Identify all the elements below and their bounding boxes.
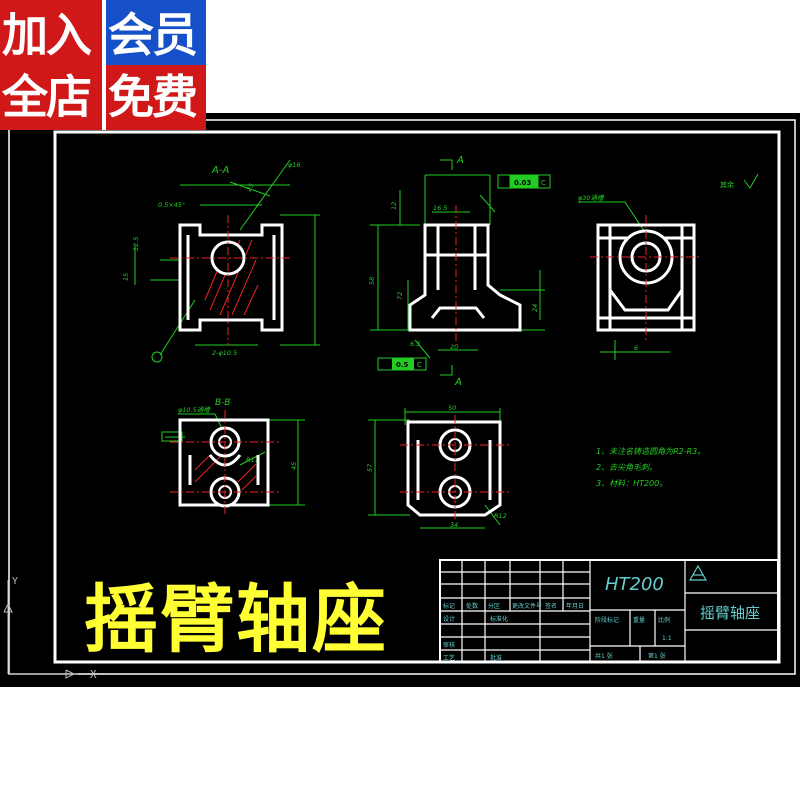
top-dim-57: 57 [366, 463, 374, 472]
tolerance-top-value: 0.03 [514, 179, 531, 187]
view-side: φ30通槽 6 [578, 194, 702, 360]
company-logo-icon [688, 564, 708, 581]
top-dim-34: 34 [450, 521, 458, 529]
bb-dim-r11: R11 [246, 456, 259, 464]
tb-total-sheets: 共1 张 [595, 652, 613, 660]
tolerance-frame-top: 0.03 C [497, 174, 551, 189]
title-block: 标记 处数 分区 更改文件号 签名 年月日 设计 标准化 审核 批准 工艺 阶段… [439, 559, 779, 663]
bb-note: φ10.5通槽 [178, 406, 211, 414]
top-dim-50: 50 [448, 404, 456, 412]
tb-check: 审核 [443, 641, 455, 649]
technical-notes: 1、未注名铸造圆角为R2-R3。 2、去尖角毛刺。 3、材料：HT200。 [596, 447, 705, 488]
bb-roughness-box [161, 431, 183, 442]
tb-material: HT200 [605, 574, 664, 595]
tb-header-5: 年月日 [566, 602, 584, 610]
outer-frame [8, 119, 796, 675]
tb-part-name: 摇臂轴座 [700, 604, 760, 622]
tb-header-2: 分区 [488, 602, 500, 610]
badge-top-right: 会员 [108, 8, 198, 62]
section-bb-label: B-B [215, 398, 230, 408]
tb-scale-label: 比例 [658, 616, 670, 624]
tb-approve: 批准 [490, 654, 502, 662]
note-line-3: 3、材料：HT200。 [596, 479, 667, 488]
front-dim-58: 58 [368, 277, 376, 285]
front-dim-20: 20 [450, 343, 458, 351]
tolerance-bottom-datum: C [417, 361, 422, 369]
tb-process: 工艺 [443, 654, 455, 662]
aa-dim-chamfer: 0.5×45° [158, 201, 185, 209]
aa-dim-5: φ16 [288, 161, 301, 169]
tb-weight: 重量 [633, 616, 645, 624]
front-dim-24: 24 [531, 304, 539, 312]
side-dim-6: 6 [634, 344, 638, 352]
badge-top-left: 加入 [2, 8, 92, 62]
aa-dim-2: 15 [122, 273, 130, 281]
roughness-other-label: 其余 [720, 180, 734, 189]
section-aa-label: A-A [211, 165, 229, 176]
bb-dim-45: 45 [290, 462, 298, 470]
badge-blue-block [106, 0, 206, 65]
top-dim-r12: R12 [494, 512, 507, 520]
roughness-other: 其余 [720, 173, 759, 189]
tb-scale: 1:1 [662, 635, 672, 642]
note-line-2: 2、去尖角毛刺。 [596, 463, 657, 472]
promo-badge[interactable]: 加入 会员 全店 免费 [0, 0, 206, 130]
badge-bottom-right: 免费 [108, 70, 198, 124]
svg-text:X: X [90, 668, 97, 681]
tolerance-bottom-value: 0.5 [396, 361, 409, 369]
side-note: φ30通槽 [578, 194, 605, 202]
tb-header-1: 处数 [466, 602, 478, 610]
svg-text:Y: Y [12, 576, 18, 587]
aa-dim-4: 25 [245, 182, 256, 193]
tb-standard: 标准化 [490, 615, 508, 623]
tb-header-0: 标记 [443, 602, 455, 610]
tb-stage: 阶段标记 [595, 616, 619, 624]
front-dim-12: 12 [390, 202, 398, 210]
view-top: 50 57 34 R12 [366, 404, 510, 529]
front-section-mark: A [456, 155, 464, 166]
view-section-aa: A-A 0.5×45° 12.5 15 2-φ10.5 25 φ16 [122, 159, 320, 363]
tb-sheet-no: 第1 张 [648, 652, 666, 660]
inner-frame [53, 130, 781, 664]
big-title: 摇臂轴座 [84, 577, 388, 663]
tb-design: 设计 [443, 615, 455, 623]
badge-divider [102, 0, 106, 130]
badge-bottom-left: 全店 [2, 70, 92, 124]
tb-header-3: 更改文件号 [512, 602, 542, 610]
front-section-mark-bottom: A [454, 377, 462, 388]
front-dim-165: 16.5 [433, 204, 447, 212]
tb-header-4: 签名 [545, 602, 557, 610]
view-front: A A 58 20 72 16.5 24 12 [368, 155, 551, 388]
tolerance-frame-bottom: 0.5 C [377, 357, 427, 371]
note-line-1: 1、未注名铸造圆角为R2-R3。 [596, 447, 705, 456]
tolerance-top-datum: C [541, 179, 546, 187]
front-dim-72: 72 [396, 292, 404, 300]
aa-dim-holes: 2-φ10.5 [212, 349, 237, 357]
aa-dim-1: 12.5 [132, 237, 140, 251]
view-section-bb: B-B φ10.5通槽 45 R11 [161, 398, 305, 515]
ucs-icon: Y X [3, 576, 97, 681]
front-dim-63: 6.3 [410, 340, 420, 348]
